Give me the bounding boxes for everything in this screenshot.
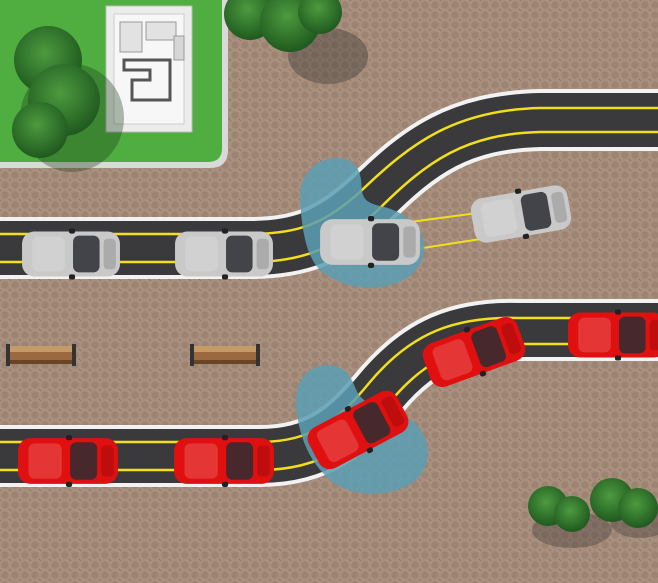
car-icon — [568, 309, 658, 361]
tree-icon — [12, 26, 124, 172]
tree-icon — [590, 478, 658, 538]
bench-icon — [190, 344, 260, 366]
car-icon — [320, 216, 420, 268]
car-icon — [174, 435, 274, 487]
bench-icon — [6, 344, 76, 366]
car-icon — [22, 228, 120, 280]
car-icon — [175, 228, 273, 280]
tree-icon — [224, 0, 368, 84]
car-icon — [18, 435, 118, 487]
building-icon — [105, 5, 193, 133]
tree-icon — [528, 486, 612, 548]
